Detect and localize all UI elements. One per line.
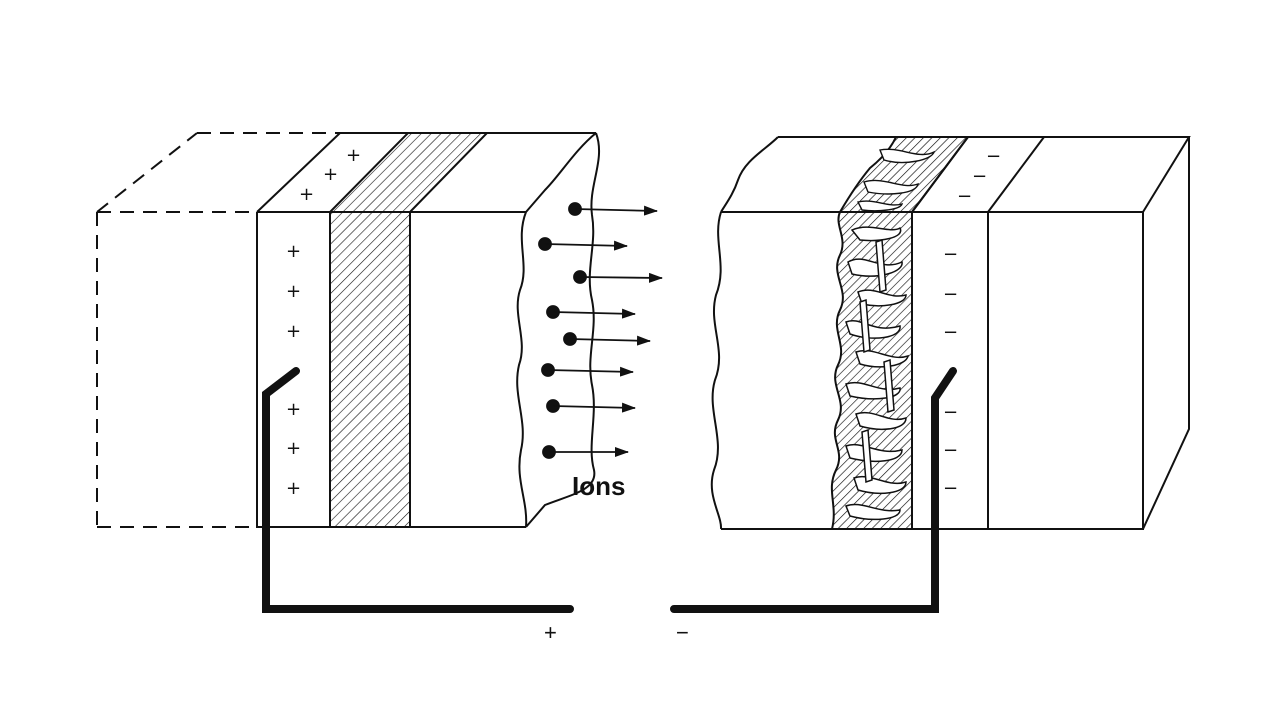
- minus-sign: −: [957, 186, 972, 207]
- minus-sign: −: [943, 478, 958, 499]
- minus-sign: −: [943, 402, 958, 423]
- positive-lead-wire: [262, 367, 574, 613]
- plus-sign: +: [299, 184, 314, 205]
- negative-lead-wire: [670, 367, 957, 613]
- minus-sign: −: [986, 146, 1001, 167]
- ion-2: [538, 237, 628, 251]
- porous-electrode-top: [838, 136, 970, 213]
- ion-6: [541, 363, 634, 377]
- left-positive-charges: + + + + + + + + +: [286, 145, 361, 499]
- plus-sign: +: [286, 478, 301, 499]
- left-separator-front: [329, 211, 411, 528]
- minus-sign: −: [943, 322, 958, 343]
- ion-4: [546, 305, 636, 319]
- plus-sign: +: [286, 438, 301, 459]
- negative-terminal-label: −: [676, 620, 689, 645]
- dashed-phantom-outline: [96, 132, 340, 528]
- right-negative-charges: − − − − − − − − −: [943, 146, 1001, 499]
- plus-sign: +: [346, 145, 361, 166]
- plus-sign: +: [323, 164, 338, 185]
- plus-sign: +: [286, 241, 301, 262]
- ion-7: [546, 399, 636, 413]
- positive-terminal-label: +: [544, 620, 557, 645]
- right-separator-top-line: [987, 136, 1045, 213]
- top-pores: [856, 148, 936, 212]
- ion-5: [563, 332, 651, 346]
- minus-sign: −: [943, 440, 958, 461]
- left-cut-edge: [516, 132, 601, 528]
- left-separator-top: [327, 132, 490, 213]
- minus-sign: −: [943, 284, 958, 305]
- minus-sign: −: [943, 244, 958, 265]
- ion-1: [568, 202, 658, 216]
- left-electrode-block: [96, 132, 601, 528]
- plus-sign: +: [286, 321, 301, 342]
- right-side-face: [1142, 137, 1190, 530]
- plus-sign: +: [286, 399, 301, 420]
- minus-sign: −: [972, 166, 987, 187]
- porous-electrode: [830, 136, 970, 530]
- ion-3: [573, 270, 663, 284]
- left-top-face: [256, 132, 596, 213]
- right-cut-edge: [710, 136, 779, 530]
- ion-8: [542, 445, 629, 459]
- plus-sign: +: [286, 281, 301, 302]
- ions-label: Ions: [572, 471, 625, 501]
- ions-group: [538, 202, 663, 459]
- pores: [845, 226, 909, 521]
